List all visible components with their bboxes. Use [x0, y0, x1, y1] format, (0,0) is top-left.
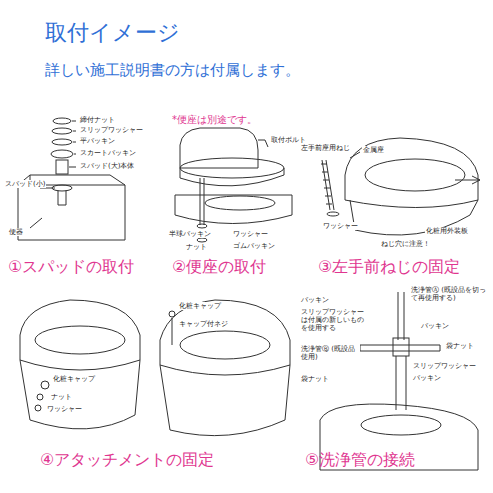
part-label: パッキン	[412, 374, 442, 382]
step-caption: ①スパッドの取付	[8, 258, 134, 276]
part-label: ねじ穴に注意！	[380, 240, 431, 248]
part-label: 洗浄管Ⓐ (既設品を切って再使用する)	[410, 286, 490, 302]
spud-assembly	[18, 118, 125, 240]
part-label: 化粧キャップ	[178, 302, 222, 310]
step-caption: ②便座の取付	[172, 258, 266, 276]
attachment-fixing	[20, 300, 290, 436]
step-caption: ⑤洗浄管の接続	[305, 451, 415, 469]
screw-fixing	[321, 138, 480, 235]
step-caption: ④アタッチメントの固定	[40, 451, 214, 469]
part-label: 袋ナット	[300, 375, 330, 383]
step-caption: ③左手前ねじの固定	[318, 258, 460, 276]
part-label: 締付ナット	[79, 116, 116, 124]
part-label: ゴムパッキン	[232, 242, 276, 250]
note-text: *便座は別途です。	[172, 114, 257, 126]
part-label: 袋ナット	[445, 342, 475, 350]
part-label: ナット	[185, 243, 208, 251]
part-label: 半球パッキン	[168, 230, 212, 238]
part-label: パッキン	[420, 322, 450, 330]
part-label: スパッド(大)本体	[79, 162, 135, 170]
part-label: スリップワッシャー	[79, 126, 144, 134]
part-label: ワッシャー	[322, 222, 359, 230]
part-label: キャップ付ネジ	[178, 320, 229, 328]
part-label: ワッシャー	[46, 405, 83, 413]
part-label: 取付ボルト	[270, 136, 307, 144]
part-label: 化粧用外装板	[425, 227, 469, 235]
part-label: 金属座	[362, 146, 385, 154]
part-label: スリップワッシャー	[412, 362, 477, 370]
part-label: パッキン	[300, 296, 330, 304]
part-label: スカートパッキン	[79, 149, 137, 157]
part-label: 化粧キャップ	[52, 375, 96, 383]
seat-install	[175, 128, 292, 242]
part-label: 洗浄管Ⓑ (既設品使用)	[300, 345, 360, 361]
page-title: 取付イメージ	[45, 20, 180, 45]
part-label: スパッド(小)	[4, 180, 46, 188]
part-label: スリップワッシャーは付属の新しいものを使用する	[300, 308, 370, 332]
part-label: ナット	[50, 393, 73, 401]
part-label: 左手前座用ねじ	[300, 144, 351, 152]
subtitle: 詳しい施工説明書の方は付属します。	[45, 62, 300, 79]
part-label: ワッシャー	[232, 230, 269, 238]
part-label: 平パッキン	[79, 137, 116, 145]
part-label: 便器	[8, 228, 24, 236]
